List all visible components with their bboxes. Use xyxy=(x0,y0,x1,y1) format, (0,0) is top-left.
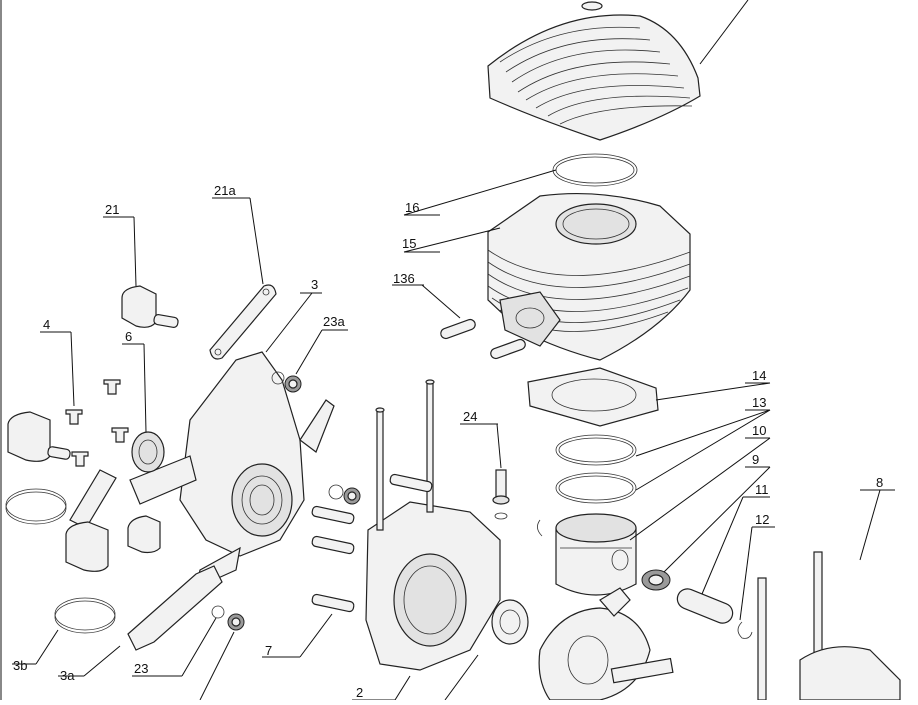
bolts-7: 7 xyxy=(262,473,433,658)
fitting-24: 24 xyxy=(460,409,510,520)
callout-21a: 21a xyxy=(214,183,236,198)
circlip-12: 12 xyxy=(737,512,775,639)
callout-14: 14 xyxy=(752,368,766,383)
nut-23a: 23a xyxy=(271,314,348,393)
clamp-3b: 3b xyxy=(12,629,59,673)
nuts-washers-middle xyxy=(328,484,361,505)
callout-3b: 3b xyxy=(13,658,27,673)
rubber-mount-21: 21 xyxy=(103,202,179,328)
base-gasket-14: 14 xyxy=(527,367,771,427)
callout-21: 21 xyxy=(105,202,119,217)
seal-6: 6 xyxy=(122,329,165,473)
callout-11: 11 xyxy=(755,482,769,497)
crankshaft xyxy=(538,587,674,701)
crankcase-half-2: 2 xyxy=(352,379,501,701)
callout-9: 9 xyxy=(752,452,759,467)
main-bearing xyxy=(444,599,529,701)
callout-2: 2 xyxy=(356,685,363,700)
left-mounts xyxy=(5,411,161,634)
cylinder-head xyxy=(487,0,749,141)
engine-mount-3: 3 xyxy=(69,277,335,590)
callout-16: 16 xyxy=(405,200,419,215)
callout-8: 8 xyxy=(876,475,883,490)
callout-4: 4 xyxy=(43,317,50,332)
nut-23: 23 xyxy=(132,605,245,701)
callout-136: 136 xyxy=(393,271,415,286)
callout-15: 15 xyxy=(402,236,416,251)
piston-rings-13: 13 xyxy=(555,395,771,504)
stud-bolt-8: 8 xyxy=(757,475,901,701)
callout-23a: 23a xyxy=(323,314,345,329)
callout-6: 6 xyxy=(125,329,132,344)
piston-pin-11: 11 xyxy=(676,482,770,624)
callout-7: 7 xyxy=(265,643,272,658)
callout-12: 12 xyxy=(755,512,769,527)
cylinder-15: 15 xyxy=(402,192,691,361)
plate-21a: 21a xyxy=(209,183,277,360)
callout-24: 24 xyxy=(463,409,477,424)
piston-10: 10 xyxy=(537,423,771,596)
callout-10: 10 xyxy=(752,423,766,438)
callout-13: 13 xyxy=(752,395,766,410)
callout-3a: 3a xyxy=(60,668,75,683)
needle-bearing-9: 9 xyxy=(641,452,771,591)
callout-3: 3 xyxy=(311,277,318,292)
bolts-4: 4 xyxy=(40,317,129,467)
o-ring-16: 16 xyxy=(403,153,638,216)
callout-23: 23 xyxy=(134,661,148,676)
plate-3a: 3a xyxy=(58,565,223,683)
pin-136: 136 xyxy=(392,271,526,360)
